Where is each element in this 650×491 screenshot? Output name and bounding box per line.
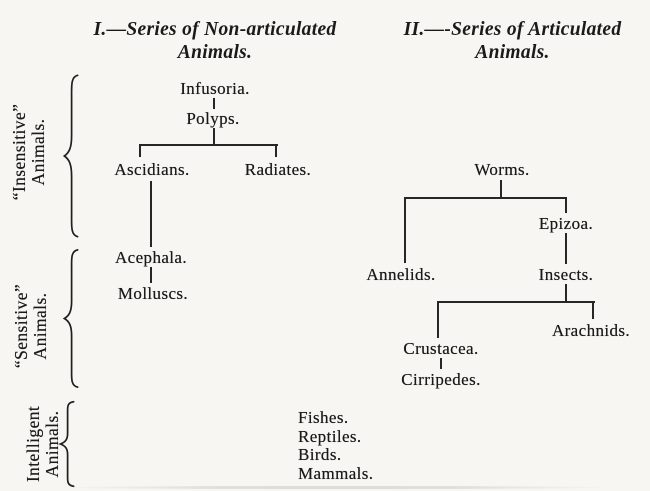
- node-ascidians: Ascidians.: [114, 160, 190, 179]
- list-item-reptiles: Reptiles.: [298, 426, 362, 446]
- node-radiates: Radiates.: [244, 160, 312, 179]
- connector-ascidians-tick: [139, 146, 141, 157]
- connector-epizoa-insects: [565, 233, 567, 264]
- connector-arachnids-tick: [592, 303, 594, 319]
- group-label-insensitive-animals: “Insensitive” Animals.: [9, 67, 50, 237]
- connector-insects-stem: [565, 284, 567, 302]
- connector-worms-stem: [500, 180, 502, 198]
- node-worms: Worms.: [474, 160, 530, 179]
- node-polyps: Polyps.: [186, 109, 240, 128]
- connector-tree1-crossbar: [139, 144, 278, 146]
- vertebrates-list: Fishes. Reptiles. Birds. Mammals.: [298, 408, 374, 483]
- brace-intelligent-icon: [55, 400, 79, 488]
- node-infusoria: Infusoria.: [180, 79, 250, 98]
- group-sensitive-line2: Animals.: [30, 292, 50, 360]
- group-insensitive-line2: Animals.: [28, 118, 48, 186]
- connector-tree2-crossbar-1: [404, 197, 567, 199]
- node-crustacea: Crustacea.: [403, 339, 479, 358]
- group-insensitive-line1: “Insensitive”: [9, 103, 29, 201]
- connector-radiates-tick: [275, 146, 277, 157]
- series2-header: II.—-Series of Articulated Animals.: [385, 18, 640, 64]
- node-acephala: Acephala.: [114, 248, 188, 267]
- brace-insensitive-icon: [59, 72, 83, 240]
- series1-header: I.—Series of Non-articulated Animals.: [85, 18, 345, 64]
- connector-polyps-stem: [213, 128, 215, 145]
- node-arachnids: Arachnids.: [551, 321, 631, 340]
- node-molluscs: Molluscs.: [117, 284, 189, 303]
- connector-crustacea-drop: [437, 303, 439, 338]
- node-epizoa: Epizoa.: [538, 214, 594, 233]
- series1-header-line2: Animals.: [177, 42, 253, 63]
- series2-header-line1: II.—-Series of Articulated: [403, 19, 622, 40]
- scan-edge-shadow: [55, 486, 615, 489]
- list-item-fishes: Fishes.: [298, 408, 349, 427]
- group-sensitive-line1: “Sensitive”: [11, 283, 31, 369]
- connector-epizoa-tick: [565, 199, 567, 213]
- connector-annelids-drop: [404, 199, 406, 263]
- brace-sensitive-icon: [59, 247, 83, 390]
- series2-header-line2: Animals.: [475, 42, 550, 63]
- node-insects: Insects.: [538, 265, 594, 284]
- series1-header-line1: I.—Series of Non-articulated: [93, 19, 337, 40]
- connector-infusoria-polyps: [213, 98, 215, 109]
- list-item-birds: Birds.: [298, 445, 342, 464]
- node-cirripedes: Cirripedes.: [401, 370, 481, 389]
- node-annelids: Annelids.: [366, 265, 436, 284]
- group-label-sensitive-animals: “Sensitive” Animals.: [11, 251, 52, 401]
- connector-ascidians-acephala: [150, 181, 152, 247]
- list-item-mammals: Mammals.: [298, 463, 374, 483]
- group-intelligent-line1: Intelligent: [23, 405, 43, 483]
- connector-crustacea-cirripedes: [440, 358, 442, 369]
- connector-tree2-crossbar-2: [437, 301, 595, 303]
- connector-acephala-molluscs: [150, 267, 152, 283]
